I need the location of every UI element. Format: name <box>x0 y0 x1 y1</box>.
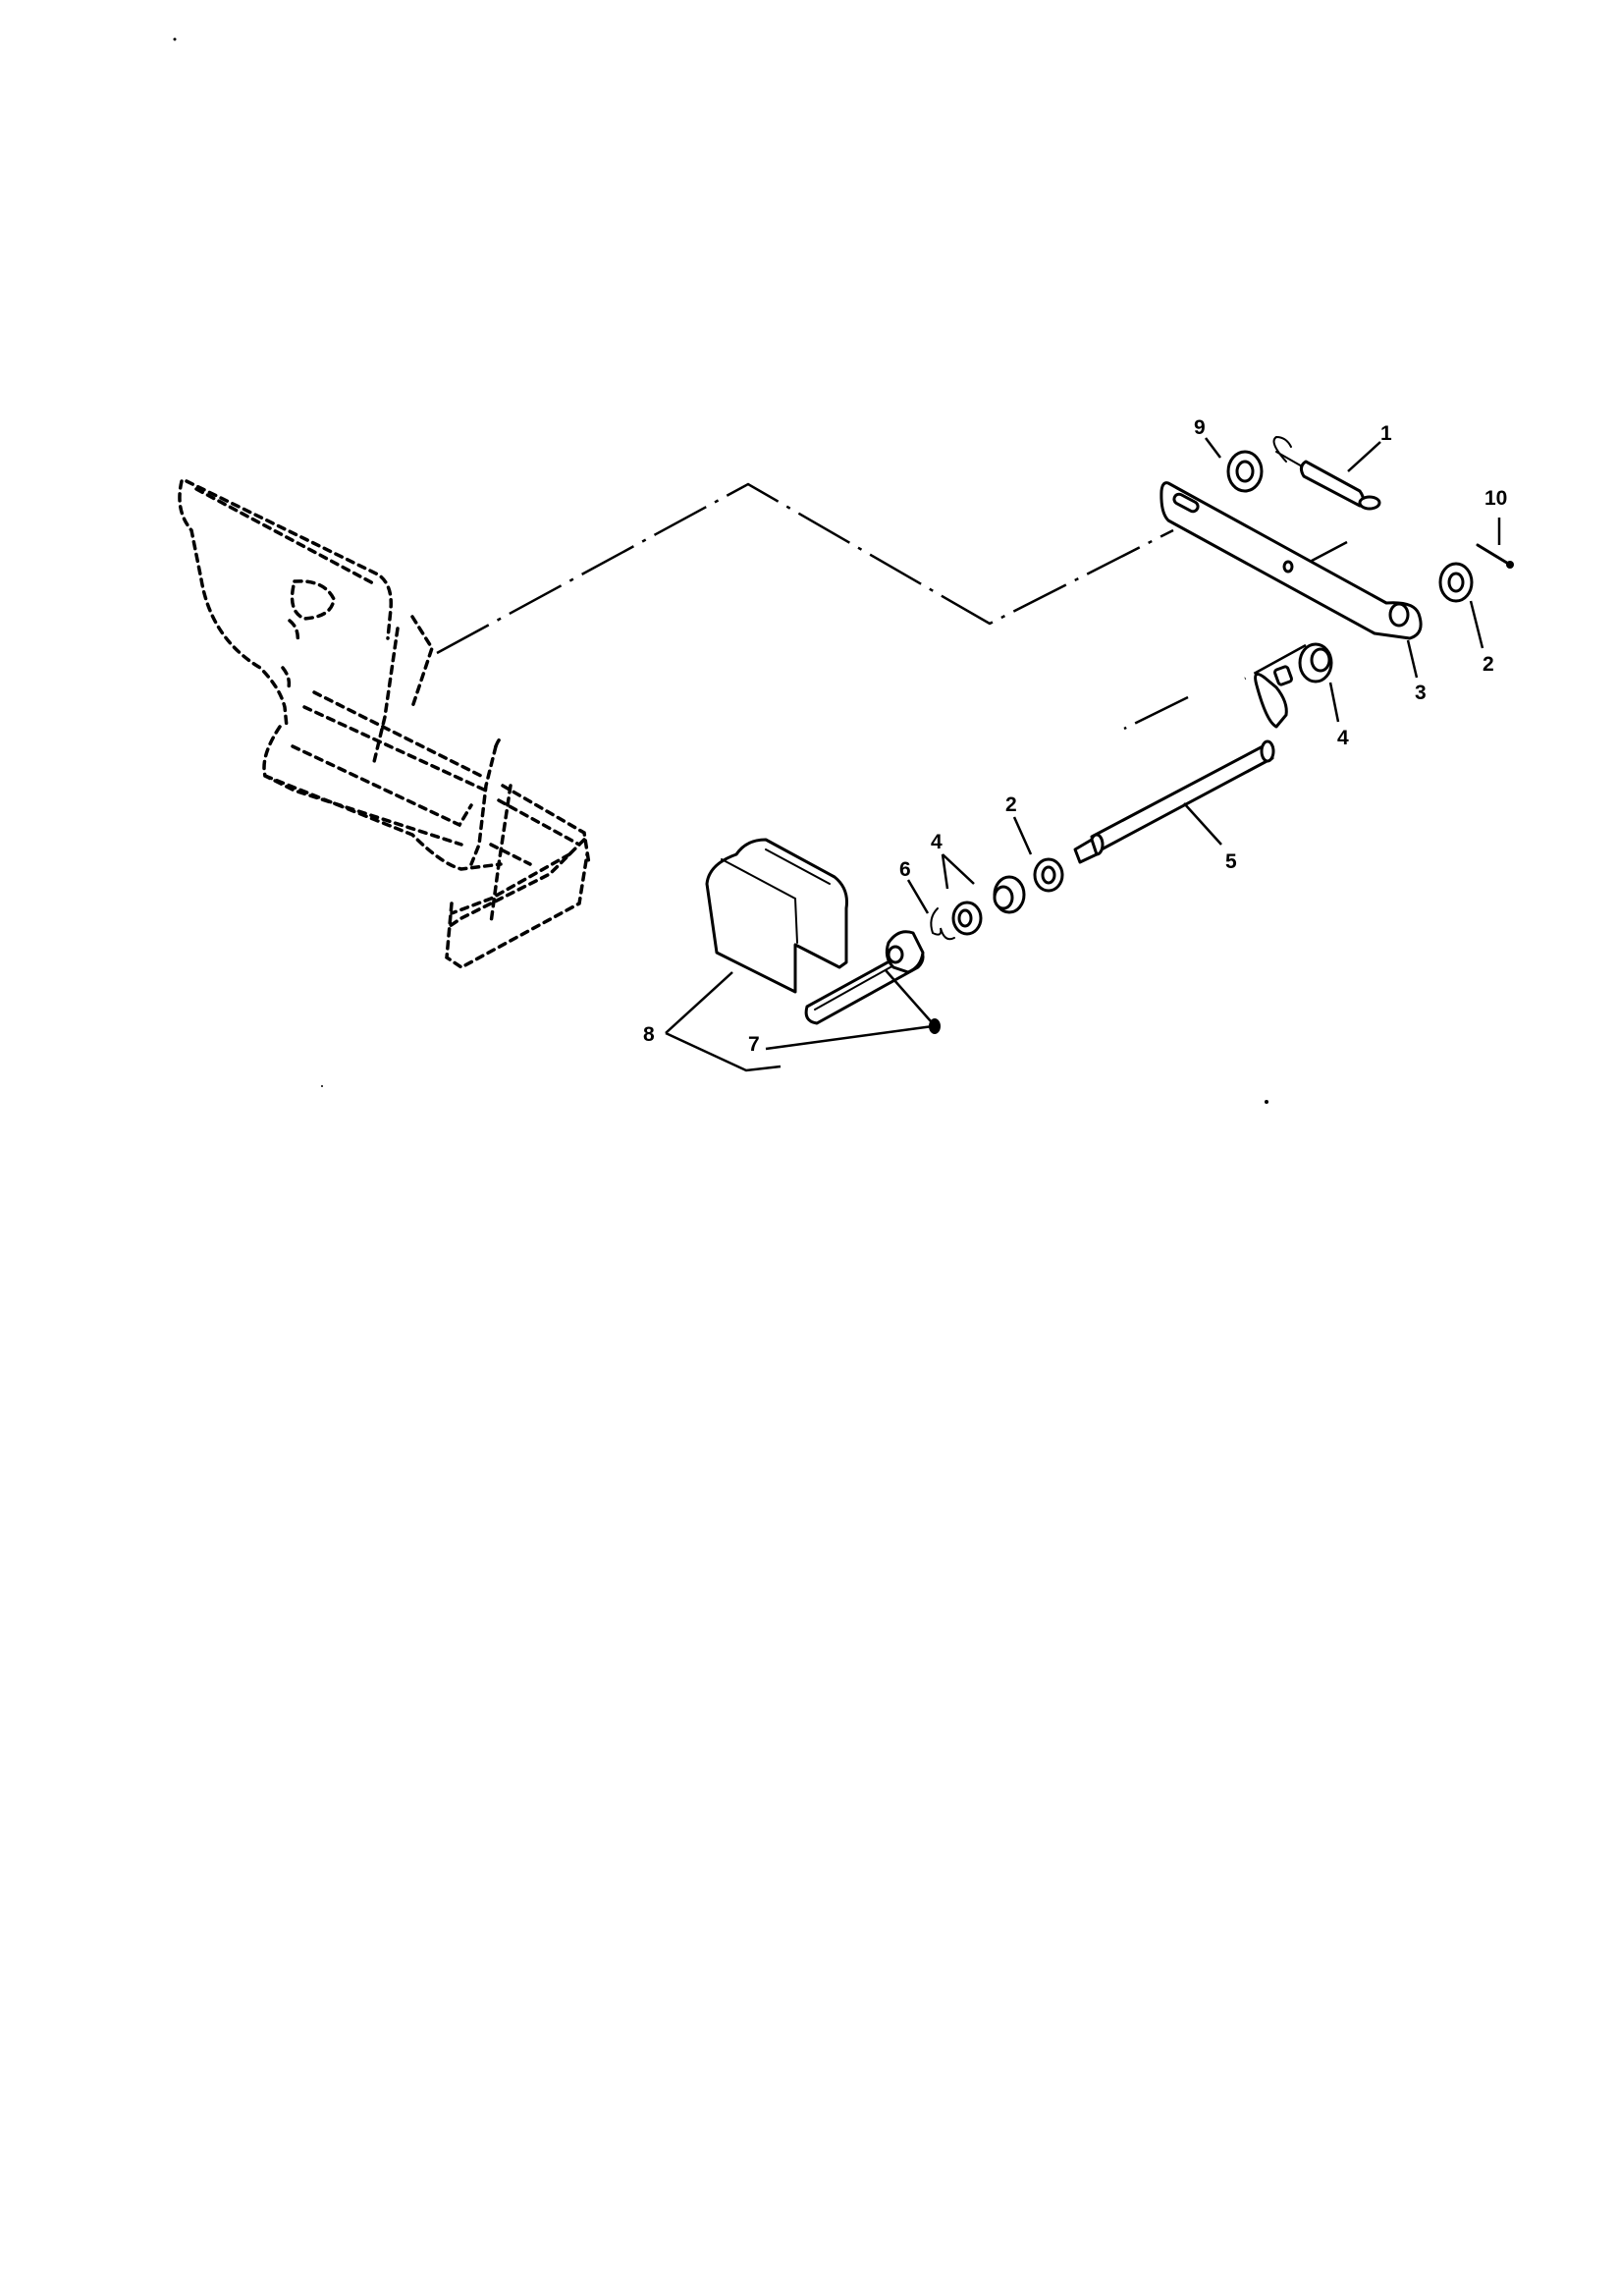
bushing-2-left <box>1033 857 1064 893</box>
bushing-2-right <box>1438 562 1474 603</box>
callout-1: 1 <box>1380 422 1392 445</box>
callout-8: 8 <box>643 1023 655 1046</box>
bushing-4-left <box>951 875 1026 936</box>
scan-specks <box>173 37 1268 1104</box>
link-arm <box>1160 481 1423 640</box>
callout-6: 6 <box>899 858 911 881</box>
callout-labels: 1 2 2 3 4 4 5 6 7 8 9 10 <box>643 416 1507 1056</box>
control-housing <box>705 838 925 1025</box>
callout-10: 10 <box>1484 487 1507 510</box>
callout-7: 7 <box>748 1033 760 1056</box>
callout-9: 9 <box>1194 416 1206 439</box>
spring <box>1272 435 1381 511</box>
bushing-4-upper <box>1298 642 1333 683</box>
callout-2-left: 2 <box>1005 793 1017 816</box>
phantom-pedal <box>178 479 591 970</box>
callout-5: 5 <box>1225 850 1237 873</box>
bushing-9 <box>1226 450 1264 493</box>
screw <box>885 969 941 1034</box>
callout-2-right: 2 <box>1483 653 1494 676</box>
retaining-clip <box>930 907 955 941</box>
callout-4-upper: 4 <box>1337 727 1349 749</box>
cotter-pin <box>1476 543 1514 569</box>
leader-lines <box>665 437 1501 1072</box>
callout-3: 3 <box>1415 682 1427 704</box>
shaft <box>1073 665 1293 864</box>
callout-4-left: 4 <box>931 831 943 853</box>
